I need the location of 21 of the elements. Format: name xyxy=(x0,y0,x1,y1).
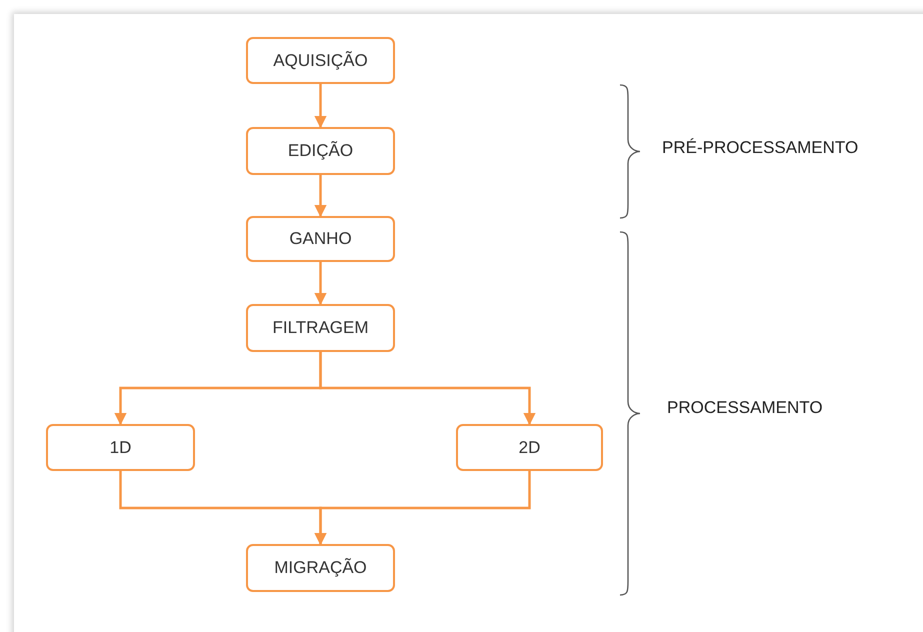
process-box xyxy=(246,304,395,352)
box-label: FILTRAGEM xyxy=(272,318,369,338)
box-label: EDIÇÃO xyxy=(288,141,354,161)
arrow xyxy=(314,262,327,306)
arrow xyxy=(319,352,536,426)
process-box xyxy=(246,37,395,84)
process-box xyxy=(246,544,395,592)
box-label: 2D xyxy=(518,438,540,458)
box-label: AQUISIÇÃO xyxy=(273,50,368,70)
process-box xyxy=(246,216,395,262)
box-label: MIGRAÇÃO xyxy=(274,558,367,578)
arrow xyxy=(314,84,327,128)
box-label: 1D xyxy=(110,438,132,458)
process-box xyxy=(46,424,195,471)
arrow xyxy=(314,471,531,546)
stage-label: PROCESSAMENTO xyxy=(667,398,823,418)
arrow xyxy=(314,175,327,218)
stage-label: PRÉ-PROCESSAMENTO xyxy=(662,138,858,158)
box-label: GANHO xyxy=(289,229,352,249)
process-box xyxy=(456,424,603,471)
process-box xyxy=(246,127,395,175)
